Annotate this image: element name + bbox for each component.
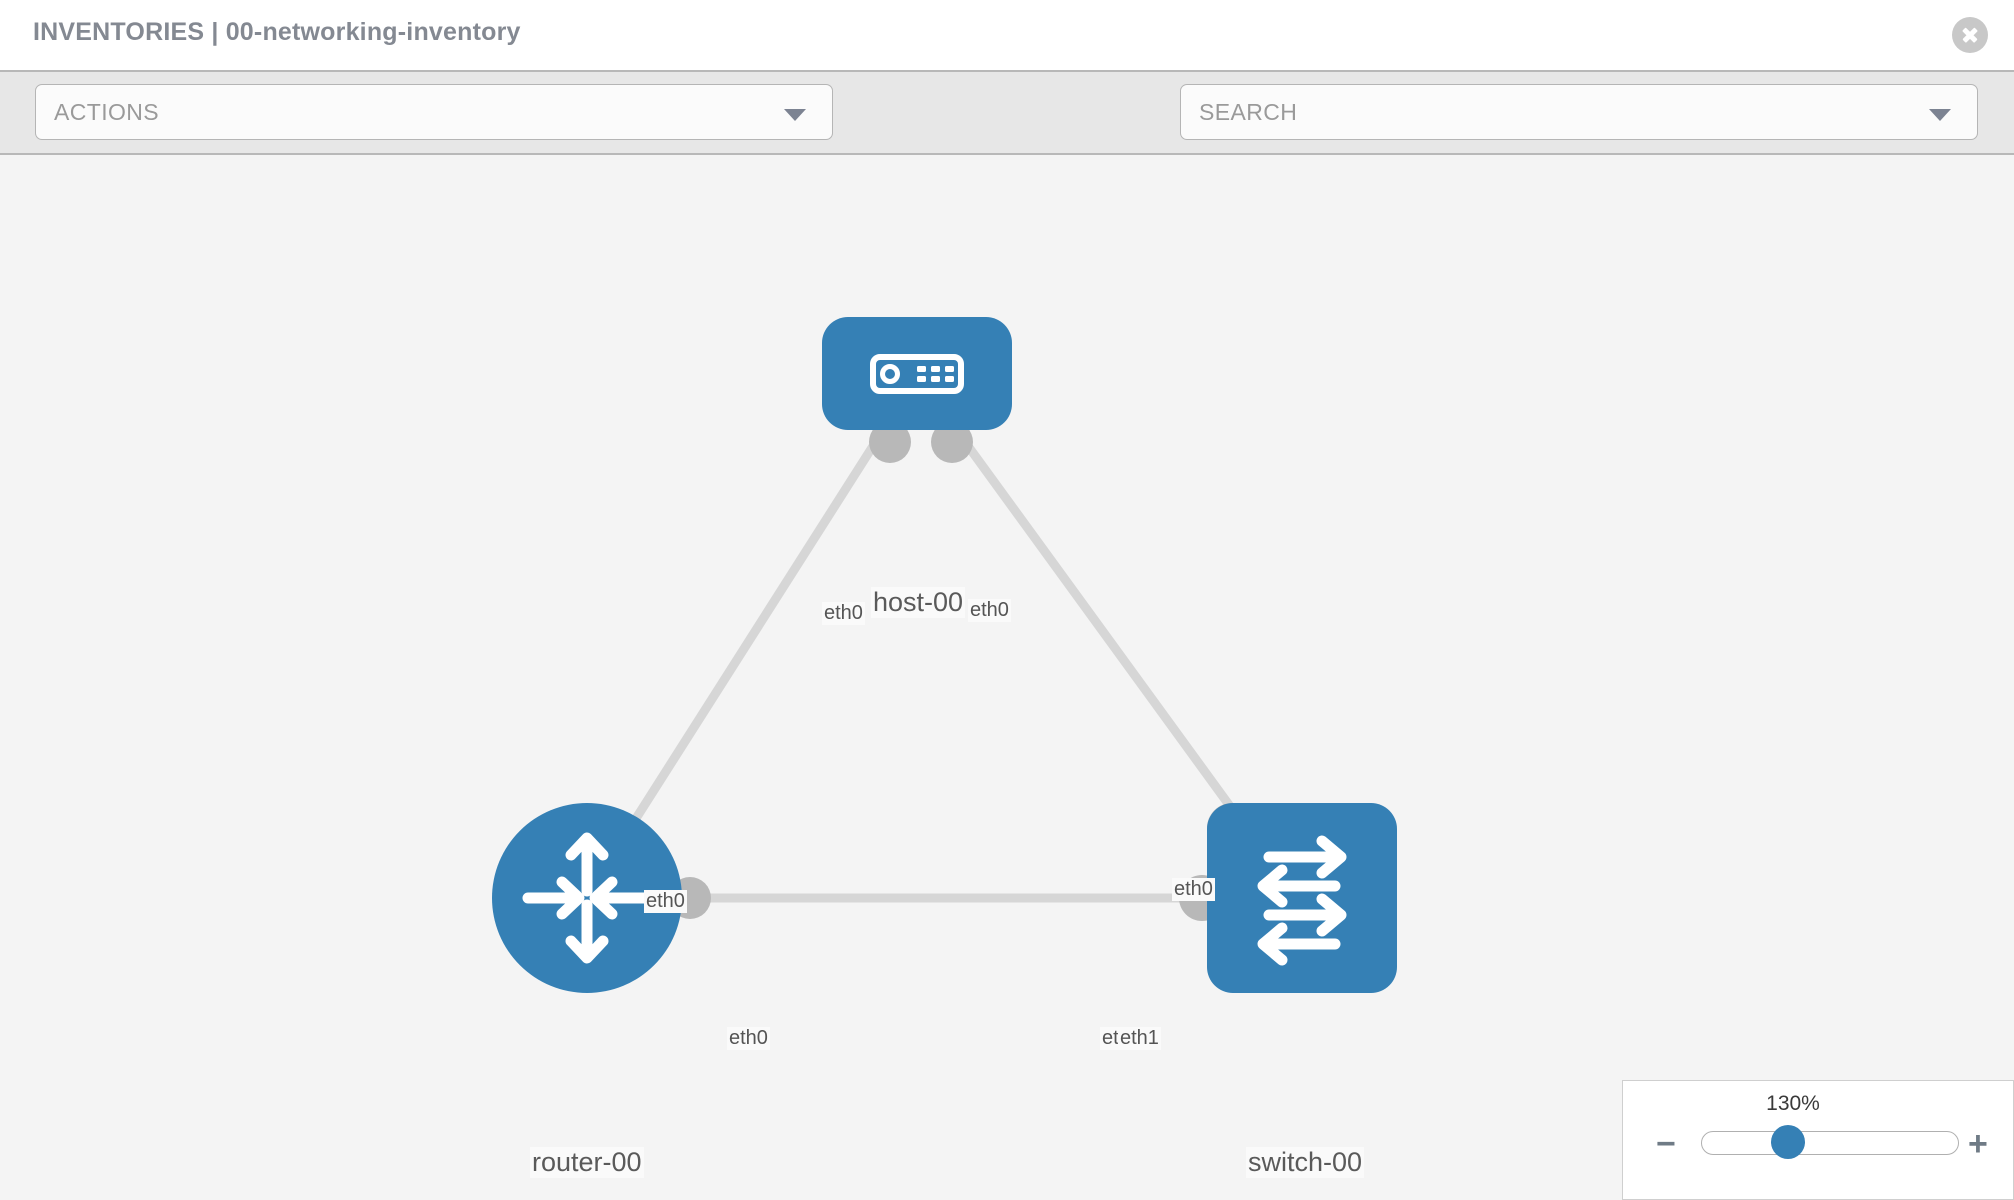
- node-host-00[interactable]: [822, 317, 1012, 430]
- node-label-switch-00: switch-00: [1246, 1147, 1365, 1178]
- router-arrows-icon: [522, 832, 652, 964]
- link-host-switch: [956, 432, 1284, 878]
- node-router-00[interactable]: [492, 803, 682, 993]
- chevron-down-icon: [1929, 109, 1951, 121]
- connector-host-left: [869, 421, 911, 463]
- zoom-out-button[interactable]: −: [1656, 1125, 1676, 1163]
- page-header: INVENTORIES | 00-networking-inventory: [0, 0, 2014, 70]
- zoom-control-panel: 130% − +: [1622, 1080, 2014, 1200]
- edge-label-host-left: eth0: [822, 602, 865, 625]
- connector-group: [669, 421, 1257, 921]
- link-group: [596, 432, 1284, 903]
- actions-dropdown-label: ACTIONS: [54, 99, 160, 125]
- node-label-host-00: host-00: [871, 587, 966, 618]
- close-icon[interactable]: [1952, 17, 1988, 53]
- toolbar: ACTIONS SEARCH: [0, 70, 2014, 200]
- edge-label-switch-lan-b: eth1: [1118, 1027, 1161, 1050]
- edge-label-router-uplink: eth0: [644, 890, 687, 913]
- page-title: INVENTORIES | 00-networking-inventory: [33, 18, 521, 46]
- zoom-slider-track[interactable]: [1701, 1131, 1959, 1155]
- connector-host-right: [931, 421, 973, 463]
- zoom-level-value: 130%: [1766, 1092, 1820, 1115]
- search-input[interactable]: SEARCH: [1180, 84, 1978, 140]
- switch-arrows-icon: [1257, 835, 1347, 966]
- node-switch-00[interactable]: [1207, 803, 1397, 993]
- edge-label-router-lan: eth0: [727, 1027, 770, 1050]
- link-host-router: [596, 432, 884, 878]
- server-icon: [870, 354, 964, 394]
- actions-dropdown[interactable]: ACTIONS: [35, 84, 833, 140]
- search-placeholder: SEARCH: [1199, 99, 1298, 125]
- topology-links: [596, 421, 1284, 921]
- node-label-router-00: router-00: [530, 1147, 644, 1178]
- edge-label-host-right: eth0: [968, 599, 1011, 622]
- topology-canvas[interactable]: host-00 router-00 switch-00 eth0 eth0 et…: [0, 155, 2014, 1200]
- zoom-in-button[interactable]: +: [1968, 1125, 1988, 1163]
- edge-label-switch-uplink: eth0: [1172, 878, 1215, 901]
- chevron-down-icon: [784, 109, 806, 121]
- zoom-slider-thumb[interactable]: [1771, 1125, 1805, 1159]
